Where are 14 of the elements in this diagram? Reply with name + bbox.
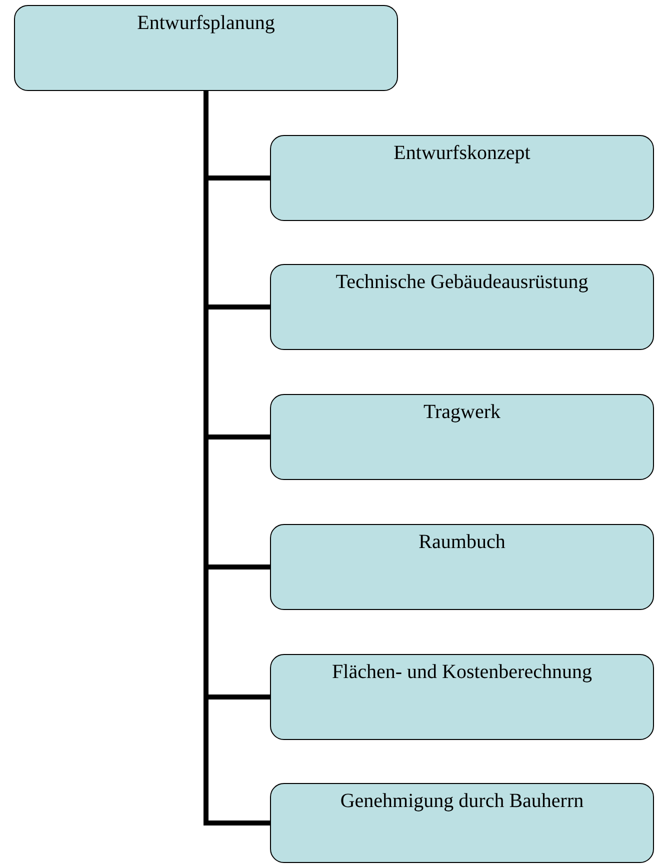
process-box bbox=[270, 264, 654, 350]
box-label: Raumbuch bbox=[418, 531, 506, 553]
box-label: Genehmigung durch Bauherrn bbox=[340, 790, 584, 812]
process-box bbox=[270, 783, 654, 863]
box-label: Entwurfsplanung bbox=[137, 12, 275, 34]
box-label: Tragwerk bbox=[423, 401, 501, 423]
process-box bbox=[270, 394, 654, 480]
box-label: Flächen- und Kostenberechnung bbox=[332, 661, 592, 683]
box-label: Entwurfskonzept bbox=[394, 142, 530, 164]
process-box bbox=[270, 654, 654, 740]
process-box bbox=[270, 135, 654, 221]
process-box bbox=[14, 5, 398, 91]
box-label: Technische Gebäudeausrüstung bbox=[336, 271, 588, 293]
process-box bbox=[270, 524, 654, 610]
